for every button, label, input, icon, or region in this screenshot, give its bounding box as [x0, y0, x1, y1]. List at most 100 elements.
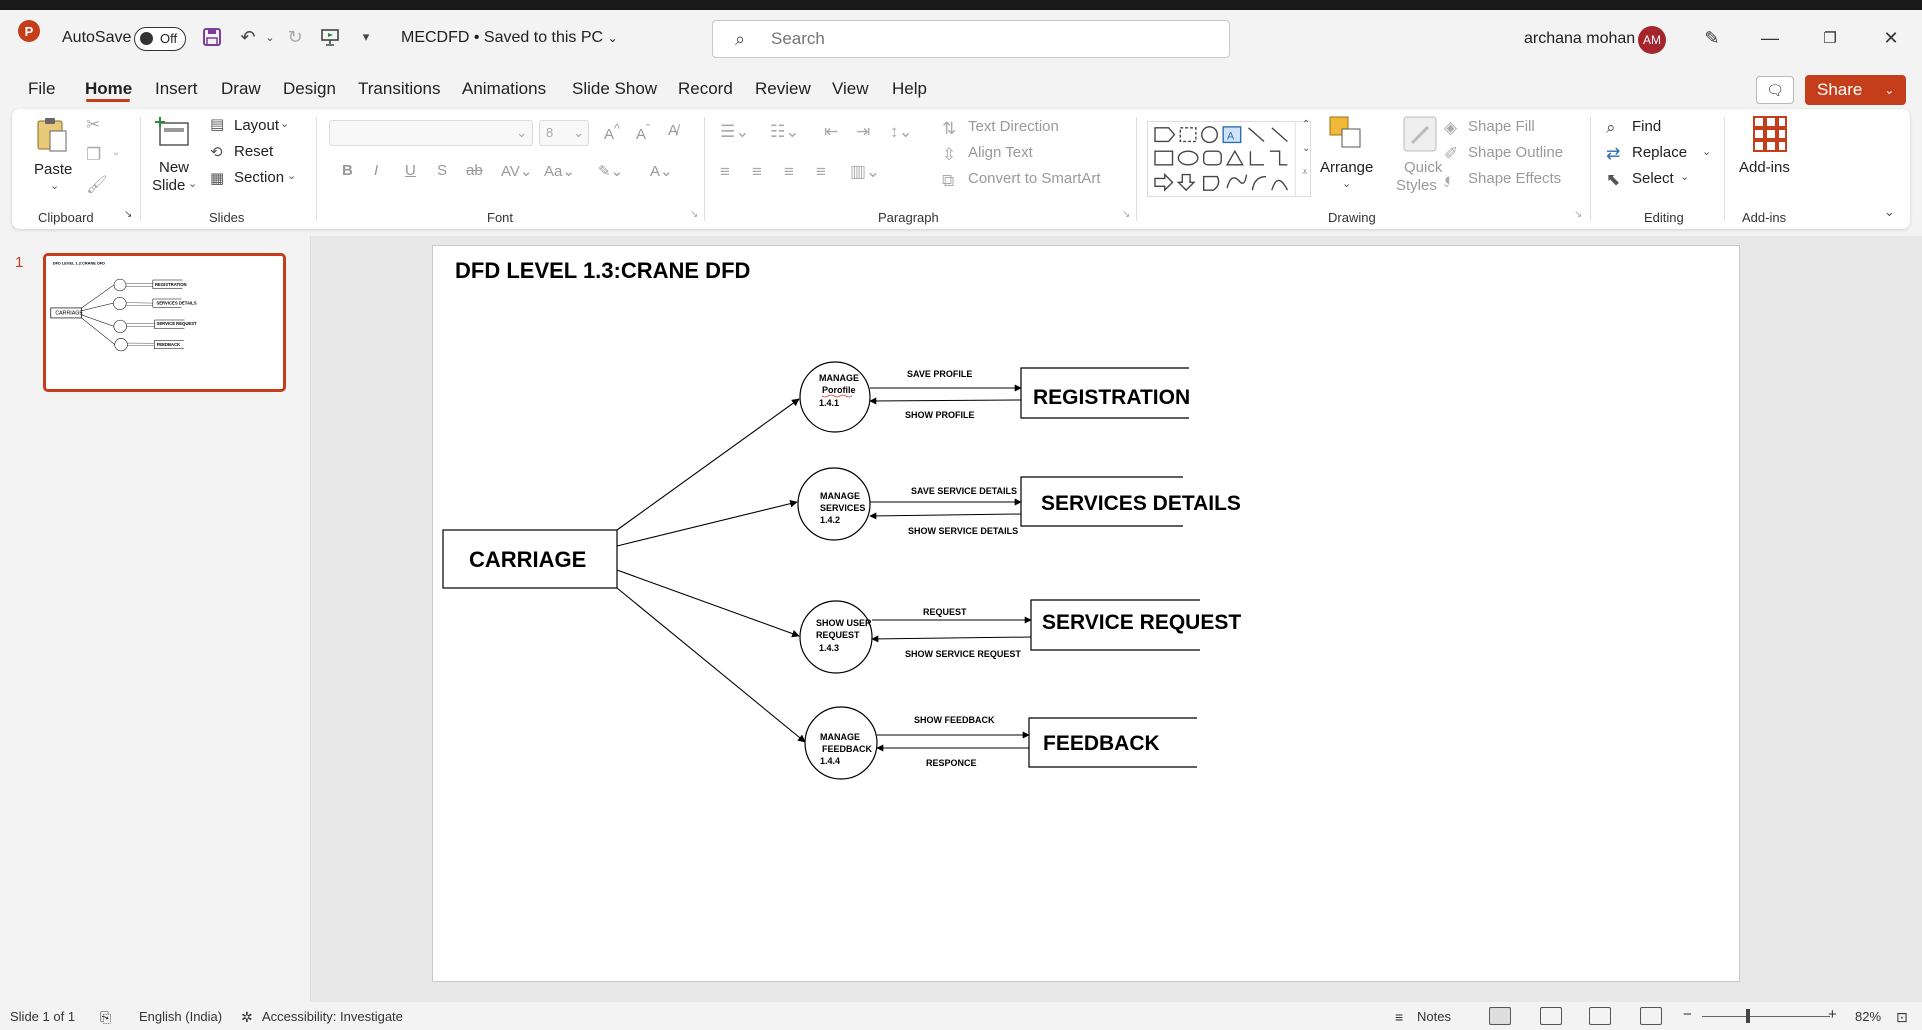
- store-box-1[interactable]: [1020, 367, 1189, 419]
- zoom-in-icon[interactable]: +: [1828, 1006, 1837, 1023]
- align-text-icon[interactable]: ⇳: [942, 145, 957, 164]
- tab-animations[interactable]: Animations: [462, 79, 547, 98]
- shape-effects-button[interactable]: Shape Effects: [1468, 170, 1562, 187]
- accessibility-icon[interactable]: ✲: [241, 1009, 253, 1025]
- replace-button[interactable]: Replace: [1632, 144, 1688, 161]
- arrange-icon[interactable]: [1328, 115, 1364, 153]
- layout-button[interactable]: Layout: [234, 117, 280, 134]
- layout-icon[interactable]: ▤: [210, 116, 225, 133]
- fit-to-window-icon[interactable]: ⊡: [1896, 1009, 1908, 1025]
- gallery-up-icon[interactable]: ⌃: [1302, 119, 1311, 130]
- autosave-toggle[interactable]: Off: [134, 27, 186, 51]
- find-icon[interactable]: ⌕: [1606, 118, 1616, 137]
- replace-dropdown-icon[interactable]: ⌄: [1702, 146, 1712, 158]
- slide-thumbnail[interactable]: DFD LEVEL 1.3:CRANE DFD CARRIAGE REGISTR…: [43, 253, 286, 392]
- share-dropdown-icon[interactable]: ⌄: [1884, 83, 1895, 97]
- tab-insert[interactable]: Insert: [155, 79, 198, 98]
- user-name[interactable]: archana mohan: [1524, 30, 1636, 47]
- restore-icon[interactable]: ❐: [1823, 30, 1837, 47]
- slideshow-view-icon[interactable]: [1640, 1007, 1662, 1025]
- flow-entity-to-process-4[interactable]: [616, 587, 806, 743]
- section-dropdown-icon[interactable]: ⌄: [287, 170, 297, 182]
- strikethrough-icon[interactable]: ab: [466, 162, 483, 179]
- customize-toolbar-icon[interactable]: ▾: [362, 29, 370, 44]
- replace-icon[interactable]: ⇄: [1606, 144, 1621, 163]
- designer-pen-icon[interactable]: ✎: [1704, 27, 1720, 48]
- flow-show-service-request[interactable]: [871, 635, 1032, 643]
- shape-fill-icon[interactable]: ◈: [1444, 118, 1458, 137]
- shape-outline-button[interactable]: Shape Outline: [1468, 144, 1564, 161]
- character-spacing-icon[interactable]: AV⌄: [501, 163, 533, 180]
- share-button[interactable]: Share ⌄: [1805, 75, 1906, 105]
- copy-icon[interactable]: ❐: [86, 145, 102, 164]
- bold-icon[interactable]: B: [342, 162, 353, 179]
- highlight-icon[interactable]: ✎⌄: [598, 163, 624, 180]
- align-right-icon[interactable]: ≡: [784, 162, 794, 181]
- underline-icon[interactable]: U: [405, 162, 416, 179]
- tab-draw[interactable]: Draw: [221, 79, 261, 98]
- font-name-combo[interactable]: ⌄: [329, 120, 533, 146]
- shape-fill-button[interactable]: Shape Fill: [1468, 118, 1535, 135]
- language-indicator[interactable]: English (India): [139, 1009, 223, 1024]
- save-icon[interactable]: [200, 25, 224, 49]
- reset-icon[interactable]: ⟲: [210, 144, 223, 161]
- decrease-font-size-icon[interactable]: Aˇ: [636, 122, 651, 143]
- line-spacing-icon[interactable]: ↕⌄: [890, 122, 913, 141]
- tab-slide-show[interactable]: Slide Show: [572, 79, 658, 98]
- avatar[interactable]: AM: [1638, 26, 1666, 54]
- convert-smartart-button[interactable]: Convert to SmartArt: [968, 170, 1101, 187]
- shapes-gallery[interactable]: A: [1147, 121, 1311, 197]
- tab-help[interactable]: Help: [892, 79, 927, 98]
- tab-file[interactable]: File: [28, 79, 56, 98]
- process-circle-2[interactable]: [797, 467, 871, 541]
- notes-icon[interactable]: ≡: [1395, 1009, 1404, 1025]
- new-slide-dropdown-icon[interactable]: ⌄: [188, 178, 198, 190]
- section-button[interactable]: Section: [234, 169, 285, 186]
- arrange-dropdown-icon[interactable]: ⌄: [1342, 178, 1352, 190]
- search-box[interactable]: ⌕: [712, 20, 1230, 58]
- slide-canvas[interactable]: DFD LEVEL 1.3:CRANE DFD CARRIAGE MANAGE …: [432, 245, 1740, 982]
- shape-outline-icon[interactable]: ✐: [1444, 144, 1459, 163]
- bullets-icon[interactable]: ☰⌄: [720, 122, 750, 141]
- zoom-level[interactable]: 82%: [1855, 1009, 1882, 1024]
- cut-icon[interactable]: ✂: [86, 115, 101, 134]
- zoom-out-icon[interactable]: −: [1683, 1006, 1692, 1023]
- flow-show-profile[interactable]: [869, 397, 1022, 405]
- gallery-more-icon[interactable]: ⩡: [1302, 167, 1308, 178]
- reading-view-icon[interactable]: [1589, 1007, 1611, 1025]
- notes-button[interactable]: Notes: [1417, 1009, 1451, 1024]
- flow-entity-to-process-2[interactable]: [616, 499, 798, 547]
- file-title[interactable]: MECDFD • Saved to this PC ⌄: [401, 29, 618, 47]
- accessibility-status[interactable]: Accessibility: Investigate: [262, 1009, 403, 1024]
- font-size-combo[interactable]: 8⌄: [539, 120, 589, 146]
- copy-dropdown-icon[interactable]: ⌄: [112, 147, 121, 158]
- clipboard-launcher-icon[interactable]: ↘: [124, 209, 133, 220]
- slide-title[interactable]: DFD LEVEL 1.3:CRANE DFD: [455, 258, 750, 283]
- process-circle-4[interactable]: [804, 706, 878, 780]
- shadow-icon[interactable]: S: [437, 162, 448, 179]
- paste-dropdown-icon[interactable]: ⌄: [50, 180, 60, 192]
- close-icon[interactable]: ✕: [1883, 27, 1899, 48]
- align-center-icon[interactable]: ≡: [752, 162, 762, 181]
- columns-icon[interactable]: ▥⌄: [850, 162, 881, 181]
- font-launcher-icon[interactable]: ↘: [690, 209, 699, 220]
- new-slide-icon[interactable]: [154, 115, 190, 153]
- smartart-icon[interactable]: ⧉: [942, 171, 955, 190]
- spelling-check-icon[interactable]: ⎘: [100, 1009, 112, 1025]
- present-icon[interactable]: [318, 25, 342, 49]
- find-button[interactable]: Find: [1632, 118, 1662, 135]
- text-direction-button[interactable]: Text Direction: [968, 118, 1059, 135]
- align-text-button[interactable]: Align Text: [968, 144, 1033, 161]
- process-circle-1[interactable]: [799, 361, 871, 433]
- flow-entity-to-process-1[interactable]: [616, 398, 800, 531]
- justify-icon[interactable]: ≡: [816, 162, 826, 181]
- gallery-down-icon[interactable]: ⌄: [1302, 143, 1311, 154]
- slide-counter[interactable]: Slide 1 of 1: [10, 1009, 76, 1024]
- paste-icon[interactable]: [34, 115, 70, 153]
- drawing-launcher-icon[interactable]: ↘: [1574, 209, 1583, 220]
- add-ins-button[interactable]: Add-ins: [1739, 159, 1790, 176]
- store-box-3[interactable]: [1030, 599, 1200, 651]
- layout-dropdown-icon[interactable]: ⌄: [280, 118, 290, 130]
- undo-dropdown-icon[interactable]: ⌄: [265, 31, 275, 44]
- select-button[interactable]: Select: [1632, 170, 1674, 187]
